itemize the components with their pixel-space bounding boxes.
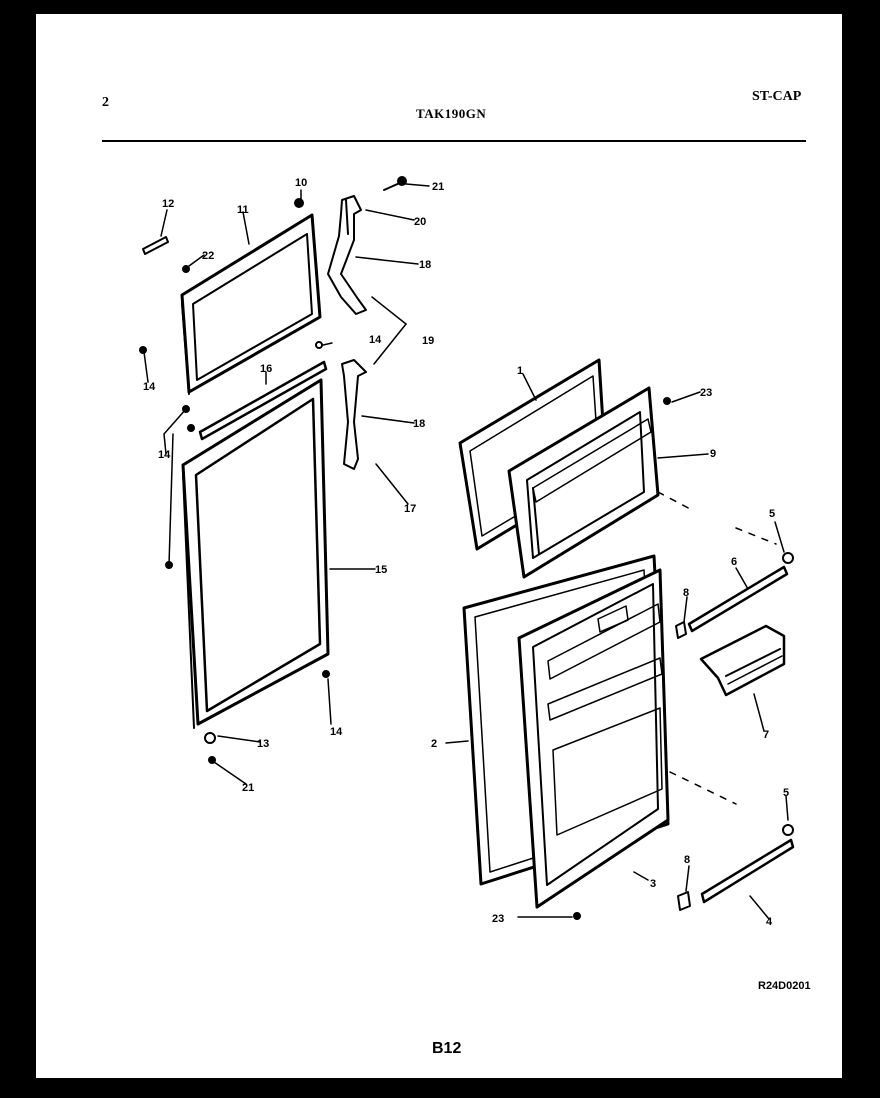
callout-20: 20 — [414, 216, 426, 228]
callout-19: 19 — [422, 335, 434, 347]
callout-10: 10 — [295, 177, 307, 189]
callout-23-a: 23 — [700, 387, 712, 399]
drawing-reference: R24D0201 — [758, 980, 811, 992]
callout-6: 6 — [731, 556, 737, 568]
callout-8-b: 8 — [684, 854, 690, 866]
callout-5-b: 5 — [783, 787, 789, 799]
part-3-fresh-food-door-liner — [517, 568, 670, 909]
header-rule — [102, 140, 806, 142]
callout-2: 2 — [431, 738, 437, 750]
callout-14-c: 14 — [158, 449, 171, 461]
callout-14-a: 14 — [143, 381, 156, 393]
callout-21-a: 21 — [242, 782, 254, 794]
part-18-lower-hinge — [341, 359, 367, 470]
part-18-upper-hinge — [327, 195, 367, 315]
callout-15: 15 — [375, 564, 387, 576]
exploded-parts-diagram: 12 11 10 22 14 14 14 14 16 15 13 21 21 2… — [139, 176, 795, 928]
callout-16: 16 — [260, 363, 272, 375]
callout-14-d: 14 — [330, 726, 343, 738]
part-6-shelf-rail — [687, 565, 789, 633]
left-hardware — [139, 176, 407, 764]
drawing-sheet: 2 TAK190GN ST-CAP — [36, 14, 842, 1078]
part-7-shelf-bin — [699, 624, 786, 697]
callout-22: 22 — [202, 250, 214, 262]
left-leader-lines — [143, 183, 430, 785]
part-16-strip — [198, 360, 328, 441]
page-number: 2 — [102, 95, 109, 110]
right-hardware — [573, 397, 794, 920]
category-code: ST-CAP — [752, 89, 802, 104]
callout-5-a: 5 — [769, 508, 775, 520]
callout-9: 9 — [710, 448, 716, 460]
callout-12: 12 — [162, 198, 174, 210]
callout-14-b: 14 — [369, 334, 382, 346]
callout-13: 13 — [257, 738, 269, 750]
callout-11: 11 — [237, 204, 249, 216]
part-11-freezer-door-frame — [180, 213, 322, 395]
callout-4: 4 — [766, 916, 773, 928]
callout-17: 17 — [404, 503, 416, 515]
callout-18-a: 18 — [419, 259, 431, 271]
model-number: TAK190GN — [416, 106, 487, 121]
part-4-lower-rail — [700, 838, 795, 904]
callout-18-b: 18 — [413, 418, 425, 430]
callout-labels: 12 11 10 22 14 14 14 14 16 15 13 21 21 2… — [143, 177, 789, 928]
part-15-door-frame — [181, 378, 330, 729]
callout-3: 3 — [650, 878, 656, 890]
callout-7: 7 — [763, 729, 769, 741]
callout-23-b: 23 — [492, 913, 504, 925]
callout-8-a: 8 — [683, 587, 689, 599]
part-12-trim — [142, 236, 169, 255]
right-leader-lines — [445, 373, 789, 920]
callout-21-b: 21 — [432, 181, 444, 193]
part-9-freezer-door-liner — [507, 386, 660, 579]
callout-1: 1 — [517, 365, 523, 377]
page-id: B12 — [432, 1040, 462, 1057]
